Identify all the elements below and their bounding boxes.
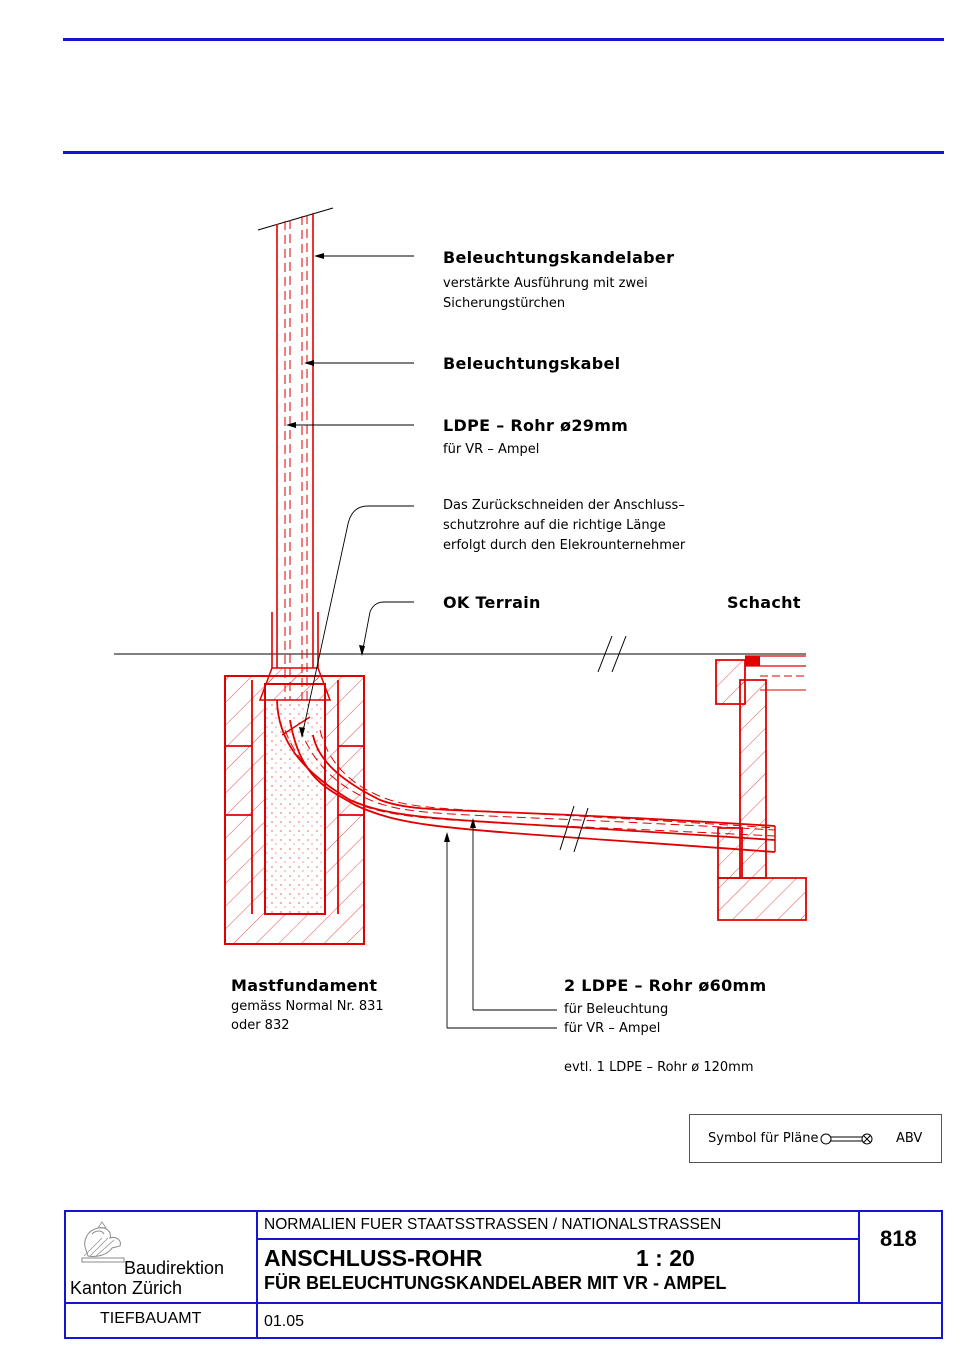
break-mark [597, 635, 613, 673]
break-mark [573, 807, 589, 853]
authority-line-2: Kanton Zürich [70, 1278, 183, 1298]
symbol-abbreviation: ABV [896, 1131, 923, 1146]
label-mast-desc-2: oder 832 [231, 1018, 290, 1033]
label-ldpe60-desc-1: für Beleuchtung [564, 1002, 669, 1017]
zurich-lion-logo-icon [81, 1221, 125, 1263]
symbol-label: Symbol für Pläne [708, 1131, 819, 1146]
series-title: NORMALIEN FUER STAATSSTRASSEN / NATIONAL… [264, 1216, 722, 1233]
label-ldpe29-title: LDPE – Rohr ø29mm [443, 416, 629, 435]
leaders [288, 255, 557, 1029]
label-kandelaber-desc-1: verstärkte Ausführung mit zwei [443, 276, 648, 291]
drawing-date: 01.05 [264, 1313, 305, 1330]
label-kandelaber-title: Beleuchtungskandelaber [443, 248, 675, 267]
authority-line-1: Baudirektion [124, 1258, 225, 1278]
second-rule [63, 151, 944, 154]
label-kandelaber-desc-2: Sicherungstürchen [443, 296, 566, 311]
arrowheads [286, 253, 476, 842]
drawing-subtitle: FÜR BELEUCHTUNGSKANDELABER MIT VR - AMPE… [264, 1273, 727, 1293]
symbol-legend-box: Symbol für Pläne ABV [689, 1114, 942, 1163]
break-mark [559, 805, 575, 851]
label-mast-title: Mastfundament [231, 976, 378, 995]
mast [271, 213, 319, 700]
top-rule [63, 38, 944, 41]
label-ldpe29-desc: für VR – Ampel [443, 442, 540, 457]
title-block: Baudirektion Kanton Zürich TIEFBAUAMT NO… [64, 1210, 943, 1339]
cable-connection-symbol-icon [820, 1133, 873, 1145]
bent-pipe [276, 699, 776, 853]
label-note-2: schutzrohre auf die richtige Länge [443, 518, 666, 533]
label-note-1: Das Zurückschneiden der Anschluss– [443, 498, 685, 513]
label-ldpe60-title: 2 LDPE – Rohr ø60mm [564, 976, 767, 995]
mast-cut-line [257, 207, 334, 231]
label-ldpe120: evtl. 1 LDPE – Rohr ø 120mm [564, 1060, 754, 1075]
label-mast-desc-1: gemäss Normal Nr. 831 [231, 999, 384, 1014]
label-note-3: erfolgt durch den Elekrounternehmer [443, 538, 686, 553]
drawing-scale: 1 : 20 [636, 1245, 695, 1271]
mast-foundation [224, 667, 365, 945]
schacht [715, 655, 807, 921]
drawing-title: ANSCHLUSS-ROHR [264, 1245, 483, 1271]
label-ok-terrain: OK Terrain [443, 593, 541, 612]
break-mark [611, 635, 627, 673]
label-kabel: Beleuchtungskabel [443, 354, 621, 373]
drawing-number: 818 [880, 1226, 917, 1251]
label-ldpe60-desc-2: für VR – Ampel [564, 1021, 661, 1036]
department: TIEFBAUAMT [100, 1310, 202, 1327]
label-schacht: Schacht [727, 593, 801, 612]
